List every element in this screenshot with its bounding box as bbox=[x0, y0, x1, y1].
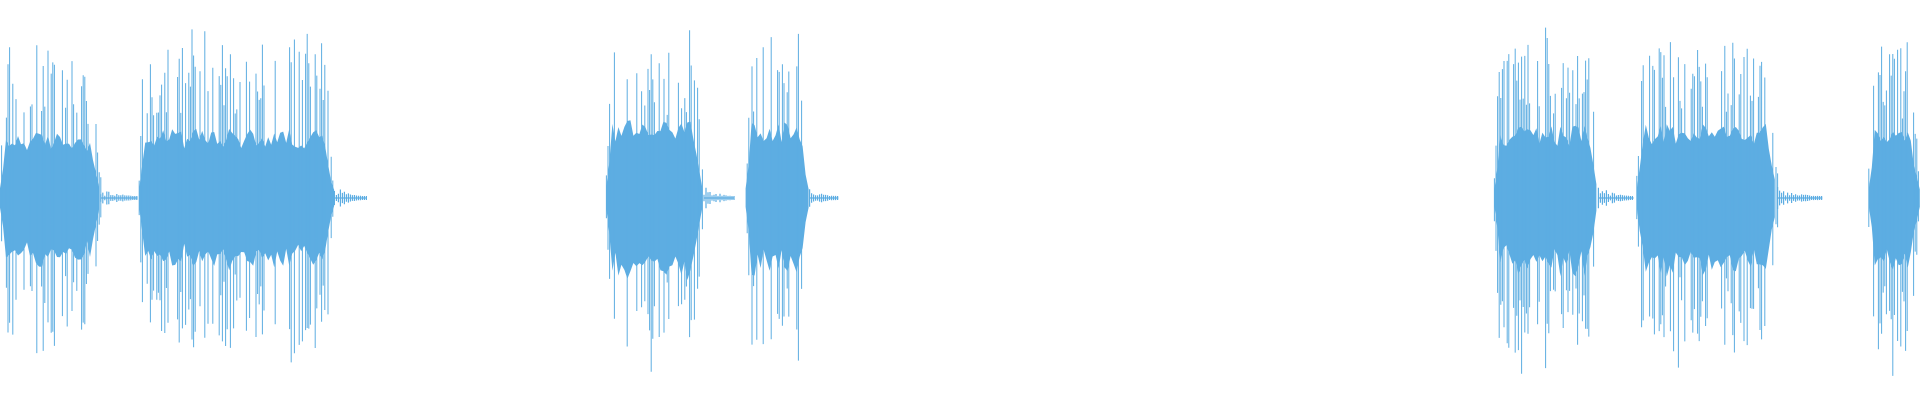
waveform-burst bbox=[1868, 42, 1920, 376]
waveform-burst-tail bbox=[1597, 187, 1634, 209]
waveform-burst bbox=[745, 33, 839, 361]
waveform-burst bbox=[138, 29, 367, 363]
waveform-burst-spikes bbox=[746, 33, 803, 361]
waveform-burst bbox=[1636, 42, 1823, 368]
waveform-burst bbox=[1493, 27, 1634, 374]
waveform-burst-spikes bbox=[1, 45, 102, 354]
waveform-burst-body bbox=[0, 132, 99, 267]
waveform-burst-tail bbox=[1777, 187, 1823, 209]
waveform-burst-spikes bbox=[605, 30, 703, 372]
waveform-bursts bbox=[0, 27, 1920, 376]
waveform-burst-spikes bbox=[1868, 42, 1919, 376]
waveform-burst-tail bbox=[100, 191, 138, 205]
waveform-burst bbox=[605, 30, 735, 372]
waveform-burst-spikes bbox=[1636, 42, 1779, 368]
waveform-burst-tail bbox=[703, 187, 735, 209]
waveform-burst-spikes bbox=[1493, 27, 1595, 374]
waveform-burst-tail bbox=[333, 189, 367, 207]
waveform-burst-tail bbox=[809, 189, 839, 207]
waveform-burst-spikes bbox=[138, 29, 334, 363]
waveform-burst bbox=[0, 45, 138, 354]
